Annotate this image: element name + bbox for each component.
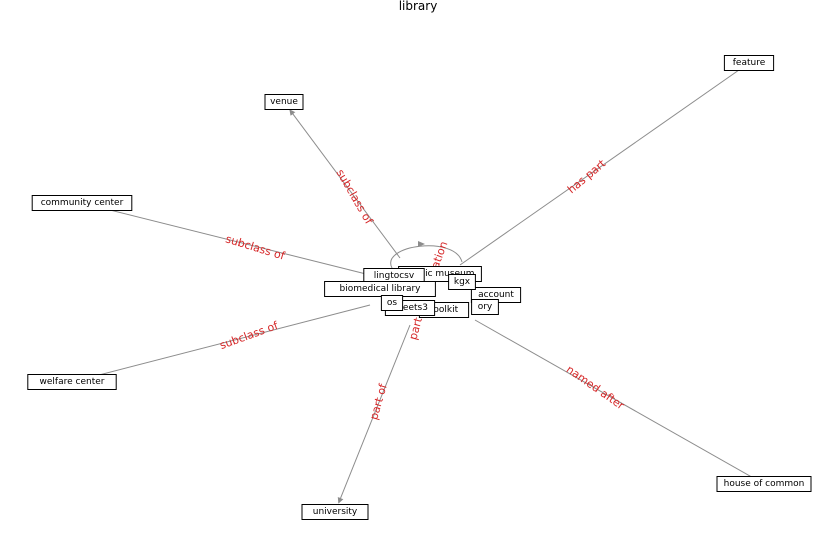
edge-line — [474, 319, 765, 485]
node-os: os — [380, 295, 404, 311]
node-label: os — [387, 298, 398, 308]
edge-self-loop-arrow — [418, 241, 425, 247]
node-label: community center — [41, 198, 124, 208]
node-label: lingtocsv — [374, 271, 415, 281]
node-welfare-center: welfare center — [27, 374, 117, 390]
node-box — [380, 295, 404, 311]
edge-line — [459, 62, 750, 266]
edge-line — [289, 109, 401, 259]
node-box — [723, 55, 775, 71]
node-label: house of common — [724, 479, 805, 489]
node-label: public museum — [405, 269, 474, 279]
edge-line — [337, 324, 411, 504]
node-community-center: community center — [31, 195, 133, 211]
node-account: account — [470, 287, 522, 303]
node-feature: feature — [723, 55, 775, 71]
node-box — [448, 274, 476, 290]
node-box — [301, 504, 369, 520]
node-box — [264, 94, 304, 110]
node-university: university — [301, 504, 369, 520]
node-label: tweets3 — [392, 303, 428, 313]
node-label: account — [478, 290, 514, 300]
edge-self-loop — [390, 245, 463, 269]
edge-label: named after — [564, 363, 627, 413]
node-label: welfare center — [40, 377, 105, 387]
node-box — [324, 281, 436, 297]
node-label: biomedical library — [339, 284, 421, 294]
node-box — [27, 374, 117, 390]
node-label: university — [313, 507, 358, 517]
edge-label: subclass of — [334, 167, 376, 227]
node-label: kgx — [454, 277, 471, 287]
node-label: venue — [270, 97, 298, 107]
node-house-of-common: house of common — [716, 476, 812, 492]
node-box — [471, 299, 499, 315]
edge-line — [71, 304, 371, 383]
node-box — [31, 195, 133, 211]
node-label: ory — [478, 302, 493, 312]
node-biomedical-library: biomedical library — [324, 281, 436, 297]
graph-title: library — [399, 0, 438, 13]
node-kgx: kgx — [448, 274, 476, 290]
node-venue: venue — [264, 94, 304, 110]
edges-layer — [71, 62, 765, 504]
edge-label: part of — [367, 381, 390, 421]
nodes-layer: public museum account ory kgx toolkit lingtoc… — [27, 55, 812, 520]
node-box — [716, 476, 812, 492]
node-label: feature — [733, 58, 766, 68]
edge-label: ation — [429, 240, 451, 271]
edge-label: has part — [565, 157, 609, 197]
edge-label: subclass of — [224, 232, 287, 263]
node-ory: ory — [471, 299, 499, 315]
edge-label: subclass of — [218, 319, 281, 352]
node-label: toolkit — [430, 305, 459, 315]
edge-line — [81, 202, 371, 276]
